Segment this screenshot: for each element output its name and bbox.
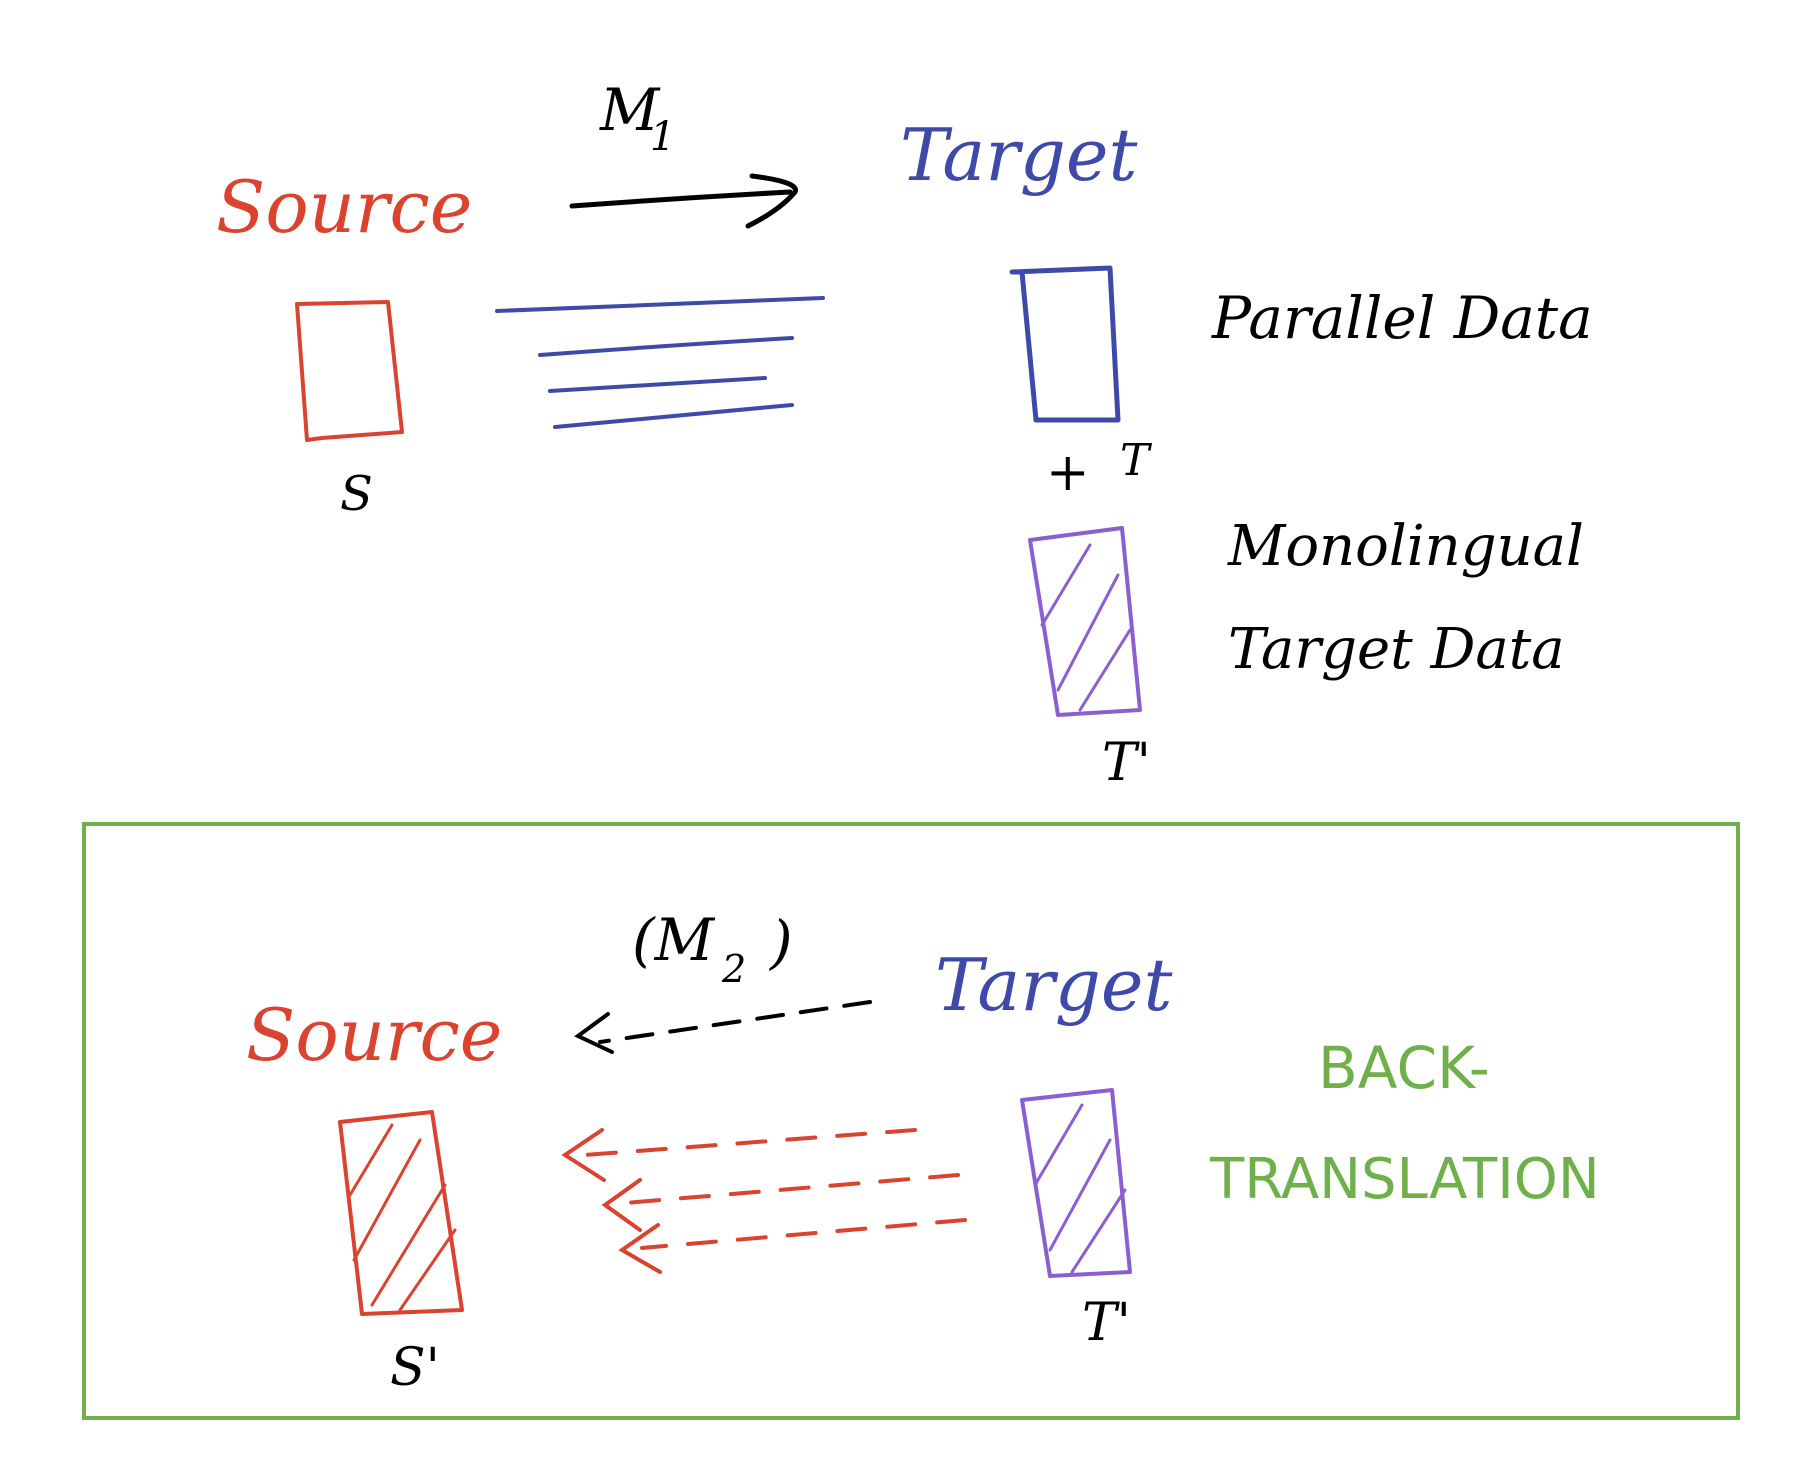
target-box-t-label: T — [1120, 435, 1153, 486]
source-box-s-prime — [338, 1110, 464, 1316]
source-box-s — [295, 300, 404, 442]
model-m2-label: (M — [632, 906, 716, 974]
back-translation-label-line2: TRANSLATION — [1209, 1147, 1600, 1212]
source-box-s-prime-label: S' — [390, 1338, 440, 1398]
mono-label-line1: Monolingual — [1227, 514, 1584, 579]
source-box-s-label: S — [340, 466, 373, 522]
model-m1-subscript: 1 — [650, 114, 675, 160]
plus-sign: + — [1046, 443, 1090, 503]
target-box-t-prime-bottom-label: T' — [1082, 1293, 1131, 1353]
model-m2-close: ) — [768, 908, 793, 976]
source-label-top: Source — [216, 165, 472, 249]
parallel-data-label: Parallel Data — [1211, 284, 1593, 352]
target-box-t-prime-bottom — [1020, 1088, 1132, 1278]
mono-box-t-prime-label: T' — [1102, 733, 1151, 793]
back-translation-label-line1: BACK- — [1318, 1034, 1490, 1102]
mono-label-line2: Target Data — [1228, 617, 1565, 682]
back-translation-arrows — [561, 1128, 967, 1274]
target-box-t — [1009, 265, 1121, 423]
mono-box-t-prime — [1028, 526, 1142, 717]
target-label-bottom: Target — [935, 943, 1173, 1027]
parallel-lines — [495, 296, 825, 429]
model-m2-subscript: 2 — [721, 947, 746, 991]
forward-arrow — [569, 173, 798, 229]
target-label-top: Target — [900, 113, 1138, 197]
model-m1-label: M — [599, 76, 661, 144]
backward-arrow — [574, 1000, 872, 1054]
source-label-bottom: Source — [246, 993, 502, 1077]
back-translation-frame — [82, 822, 1740, 1420]
